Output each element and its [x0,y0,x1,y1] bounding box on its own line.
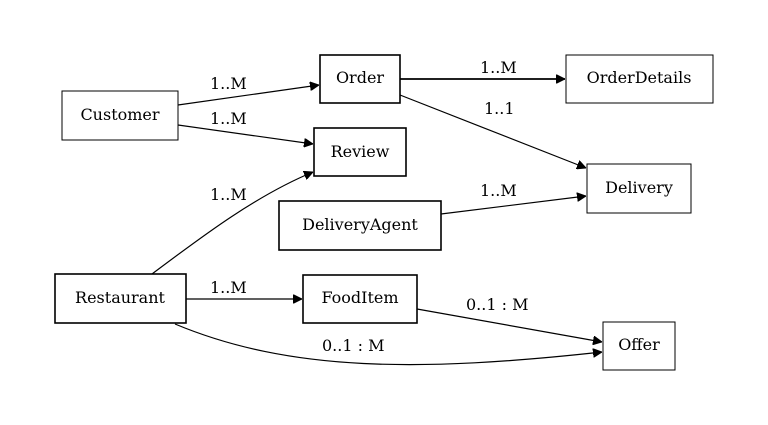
node-label-restaurant: Restaurant [75,288,165,307]
edge-restaurant-review [151,172,313,275]
node-label-order-details: OrderDetails [587,68,692,87]
edge-customer-review [177,124,313,144]
edge-label-order-orderdetails: 1..M [480,58,517,77]
edge-label-customer-review: 1..M [210,109,247,128]
node-label-delivery: Delivery [605,178,673,197]
edge-label-restaurant-offer: 0..1 : M [322,336,384,355]
edge-label-customer-order: 1..M [210,74,247,93]
edge-label-order-delivery: 1..1 [484,99,515,118]
edge-order-delivery [399,94,586,168]
edge-deliveryagent-delivery [440,196,586,215]
edge-label-restaurant-fooditem: 1..M [210,278,247,297]
edge-customer-order [177,85,319,106]
node-label-customer: Customer [80,105,159,124]
node-review: Review [313,127,407,177]
node-customer: Customer [61,90,179,141]
node-label-food-item: FoodItem [321,288,398,307]
node-offer: Offer [602,321,676,371]
node-label-offer: Offer [618,335,660,354]
node-label-review: Review [331,142,390,161]
edge-restaurant-offer [174,323,602,366]
edge-label-restaurant-review: 1..M [210,185,247,204]
edge-fooditem-offer [416,308,602,342]
node-label-order: Order [336,68,384,87]
node-delivery-agent: DeliveryAgent [278,200,442,251]
node-delivery: Delivery [586,163,692,214]
node-food-item: FoodItem [302,274,418,324]
node-order-details: OrderDetails [565,54,714,104]
node-order: Order [319,54,401,104]
node-label-delivery-agent: DeliveryAgent [302,215,418,234]
edge-label-deliveryagent-delivery: 1..M [480,181,517,200]
edge-label-fooditem-offer: 0..1 : M [466,295,528,314]
node-restaurant: Restaurant [54,273,187,324]
